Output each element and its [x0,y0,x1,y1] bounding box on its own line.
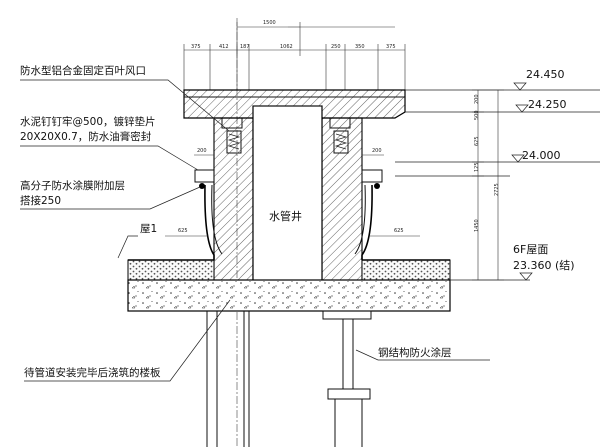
dim-side-125: 125 [474,162,480,172]
dim-side-500: 500 [474,110,480,120]
elevation-24000: 24.000 [522,149,561,162]
steel-column [322,310,372,447]
roof-6f-label: 6F屋面 [513,243,548,256]
dim-seg-7: 375 [386,44,396,50]
top-dimensions: 1500 375 412 187 1062 250 350 375 [183,20,406,90]
dim-seg-6: 350 [355,44,365,50]
dim-seg-1: 375 [191,44,201,50]
dim-left-625: 625 [178,228,188,234]
roof1-label: 屋1 [140,223,157,235]
membrane-label-1: 高分子防水涂膜附加层 [20,179,125,192]
shaft-walls [213,105,363,291]
slab-label: 待管道安装完毕后浇筑的楼板 [24,366,161,379]
dim-seg-3: 187 [240,44,250,50]
lower-shaft [206,311,250,447]
louver-label: 防水型铝合金固定百叶风口 [20,64,146,77]
upstand-right [354,169,383,260]
steel-label: 钢结构防火涂层 [378,346,452,359]
dim-left-200: 200 [197,148,207,154]
roof-slab [127,279,451,312]
annotations: 防水型铝合金固定百叶风口 水泥钉钉牢@500，镀锌垫片 20X20X0.7，防水… [20,64,490,382]
nail-label-2: 20X20X0.7，防水油膏密封 [20,130,152,143]
elevation-24450: 24.450 [526,68,565,81]
elevation-24250: 24.250 [528,98,567,111]
nail-label-1: 水泥钉钉牢@500，镀锌垫片 [20,115,156,128]
dim-seg-4: 1062 [280,44,293,50]
upstand-left [194,169,223,260]
dim-side-200: 200 [474,94,480,104]
membrane-label-2: 搭接250 [20,194,61,207]
dim-overall: 1500 [263,20,276,26]
cap-slab [183,89,406,119]
shaft-label: 水管井 [269,209,302,223]
roof-6f-elevation: 23.360 (结) [513,259,575,272]
dim-seg-5: 250 [331,44,341,50]
dim-right-200: 200 [372,148,382,154]
dim-side-625: 625 [474,136,480,146]
dim-right-625: 625 [394,228,404,234]
side-dimensions: 200 500 625 125 1450 2725 [472,89,504,281]
elevation-markers: 24.450 24.250 24.000 6F屋面 23.360 (结) [395,68,600,281]
dim-seg-2: 412 [219,44,229,50]
dim-side-1450: 1450 [474,219,480,232]
dim-side-2725: 2725 [494,183,500,196]
